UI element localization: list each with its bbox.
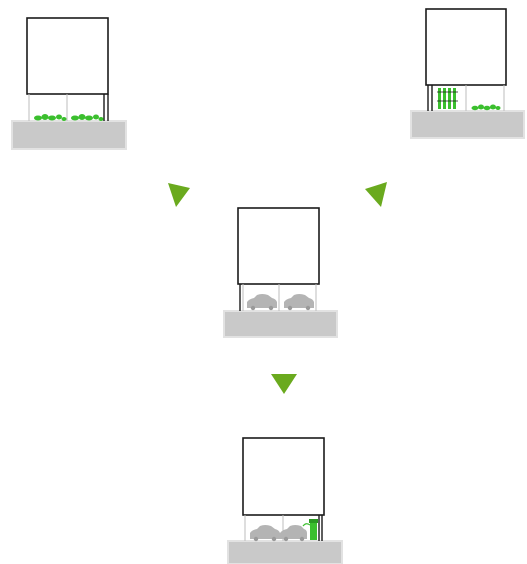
car-icon [247,294,277,311]
plants [34,114,104,121]
ground-block [227,540,343,564]
house-box [237,207,320,285]
car-icon [250,525,280,542]
ground-block [223,310,338,338]
scene-hydroponic [410,8,525,139]
car-icon [280,525,307,542]
house-box [242,437,325,516]
ground-block [410,110,525,139]
plant-racks [437,88,458,109]
scene-parking-charger [227,437,343,564]
plants [471,104,501,111]
charging-station-icon [302,519,318,540]
scene-parking [223,207,338,338]
house-box [425,8,507,86]
house-box [26,17,109,95]
arrow-left-to-center [168,183,190,207]
car-icon [284,294,314,311]
ground-block [11,120,127,150]
arrow-right-to-center [365,182,387,207]
scene-garden [11,17,127,150]
arrow-center-to-bottom [271,374,297,394]
